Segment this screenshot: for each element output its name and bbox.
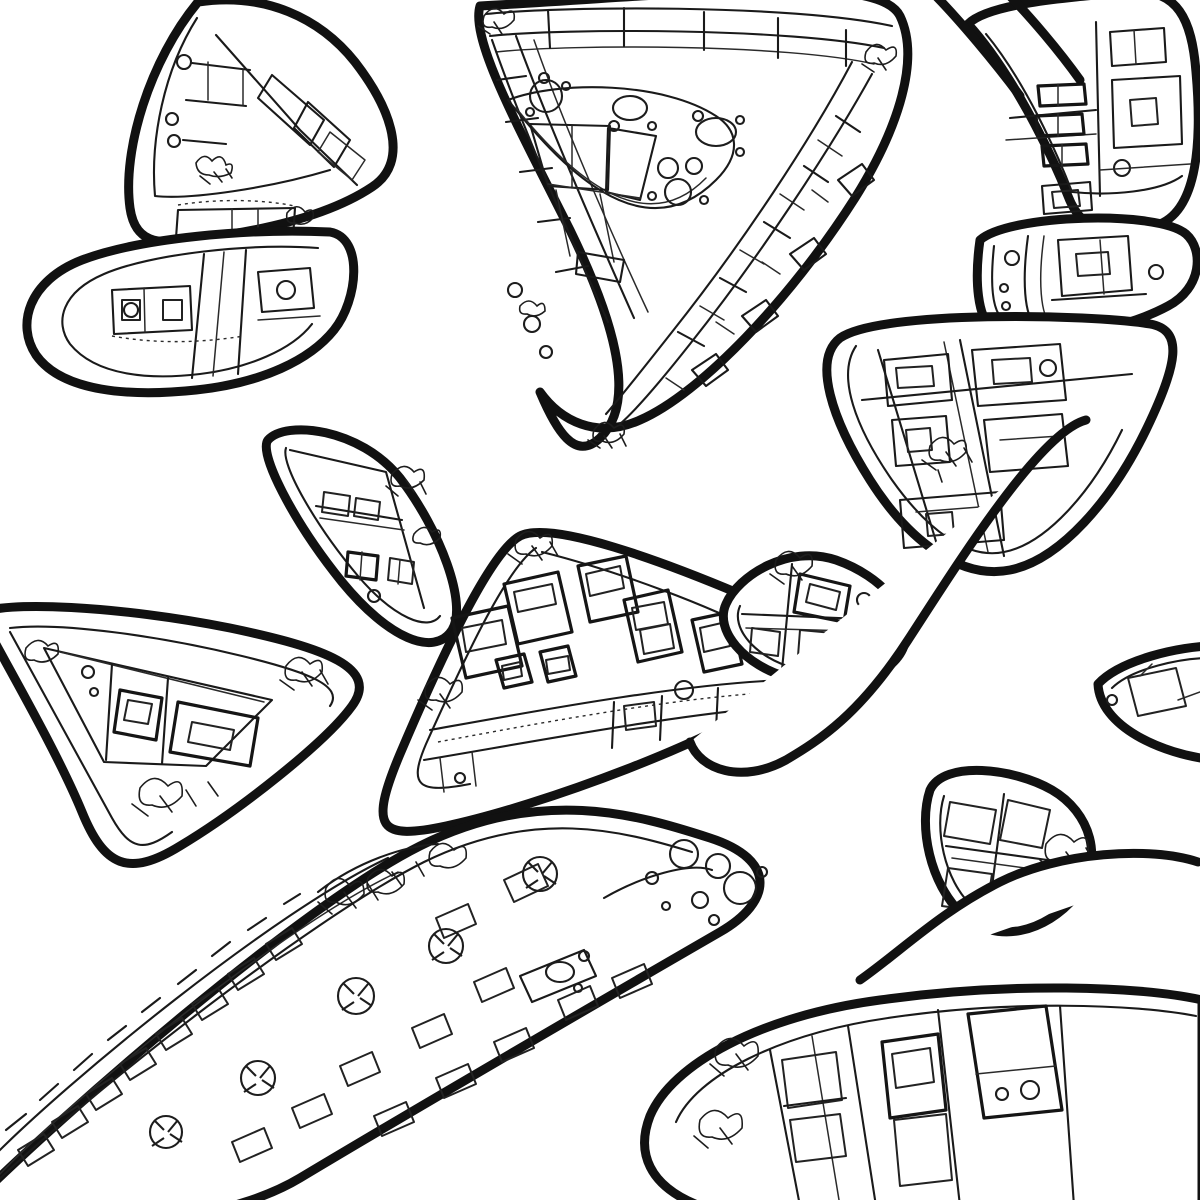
- block-interior: [152, 16, 366, 240]
- shrub-cluster: [195, 155, 233, 185]
- block-interior: [61, 245, 321, 380]
- block-interior: [674, 1004, 1198, 1200]
- scrub-bottom: [131, 777, 219, 817]
- block-nw-fan: [124, 0, 398, 247]
- block-outline: [474, 0, 913, 451]
- block-center-triangle: [474, 0, 913, 451]
- block-sw-triangle: [0, 601, 364, 869]
- block-interior: [0, 827, 769, 1180]
- block-outline: [0, 601, 364, 869]
- block-w-lozenge: [22, 226, 359, 398]
- scrub-top-right: [279, 656, 329, 691]
- shrub-edge: [385, 465, 427, 497]
- scrub-left-edge: [417, 676, 464, 711]
- block-outline: [1093, 642, 1200, 763]
- block-outline: [640, 983, 1200, 1200]
- tree-symbols: [148, 855, 559, 1150]
- block-outline: [0, 805, 765, 1200]
- scrub-nw-corner: [477, 7, 516, 35]
- block-interior: [984, 20, 1191, 216]
- road-connector-lines: [685, 0, 1200, 985]
- shrub-corner: [285, 205, 315, 225]
- block-interior: [1105, 657, 1200, 717]
- shrub-west-tip: [709, 1037, 760, 1077]
- scrub-apex-top: [507, 530, 559, 565]
- block-interior: [991, 234, 1165, 328]
- block-s-spine: [0, 805, 769, 1200]
- block-interior: [284, 446, 442, 624]
- shrub-lower: [412, 526, 442, 546]
- shrub-top-left: [769, 550, 814, 585]
- shrub-center: [921, 436, 973, 483]
- block-se-long: [640, 983, 1200, 1200]
- hedge-row-upper: [317, 842, 468, 915]
- shrub-lower-tip: [693, 1109, 744, 1149]
- scrub-apex: [587, 421, 627, 449]
- scrub-ne-corner: [861, 43, 898, 73]
- scrub-left: [24, 639, 60, 663]
- block-interior: [8, 625, 334, 846]
- block-ne-triangle: [963, 0, 1200, 238]
- block-e-upper: [972, 213, 1200, 342]
- block-interior: [477, 6, 898, 449]
- block-far-east-sliver: [1093, 642, 1200, 763]
